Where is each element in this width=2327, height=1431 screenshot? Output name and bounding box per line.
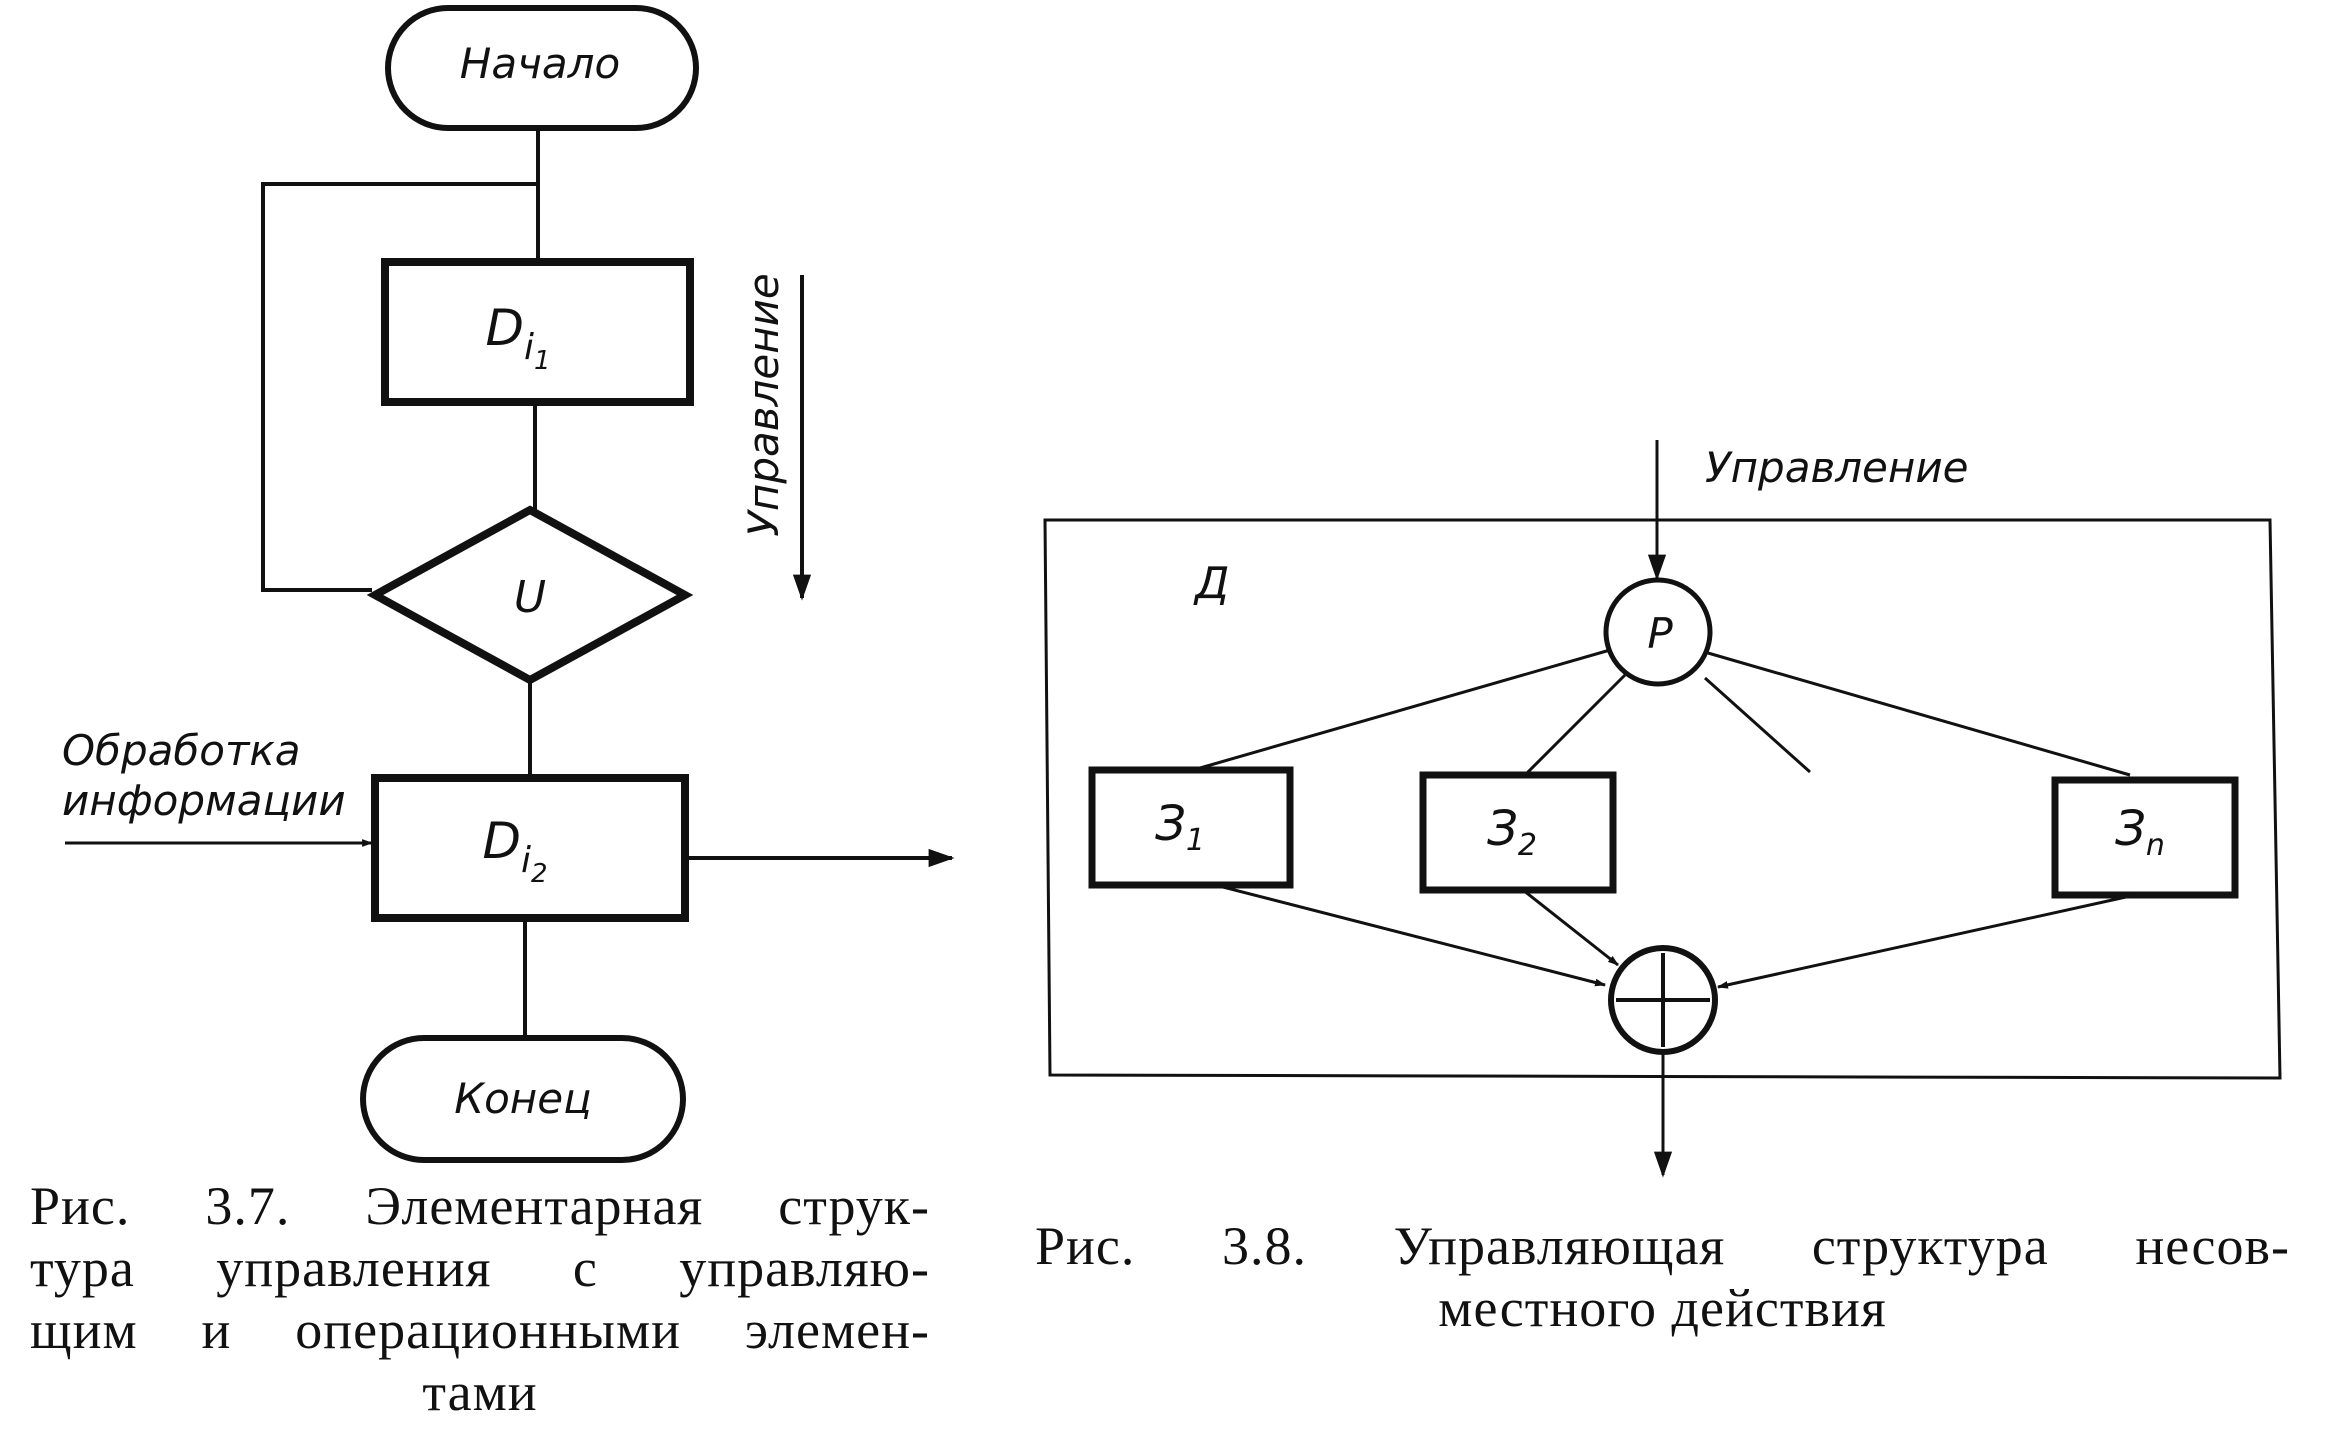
control-label-horizontal: Управление — [1705, 443, 1968, 492]
figure-3-8 — [1043, 440, 2282, 1178]
block-d-i2 — [371, 774, 689, 922]
caption-3-7-line: щим и операционными элемен- — [30, 1300, 930, 1360]
caption-3-7-line: тура управления с управляю- — [30, 1238, 930, 1298]
z2-label: З2 — [1487, 801, 1537, 863]
figure-3-7 — [65, 5, 955, 1163]
input-label-line2: информации — [62, 776, 346, 825]
figure-3-8-labels: Управление Д P З1 З2 Зn — [1155, 443, 2165, 863]
feedback-loop — [261, 182, 538, 592]
container-d — [1043, 518, 2282, 1080]
branch-open — [1703, 676, 1812, 774]
figure-3-7-labels: Начало Di1 U Di2 Конец Управление Обрабо… — [62, 39, 788, 1123]
start-terminal — [385, 5, 699, 131]
block1-label: Di1 — [485, 299, 550, 376]
branch-zn — [1707, 651, 2131, 777]
block2-label: Di2 — [482, 812, 547, 889]
box-zn — [2051, 776, 2239, 899]
branch-z2 — [1523, 673, 1627, 777]
caption-3-7-line: Рис. 3.7. Элементарная струк- — [30, 1176, 930, 1236]
end-terminal — [360, 1035, 686, 1163]
caption-3-7-line: тами — [422, 1362, 538, 1422]
caption-3-8-line: местного действия — [1438, 1278, 1887, 1338]
splitter-label: P — [1647, 609, 1673, 658]
container-label: Д — [1193, 558, 1229, 609]
z1-label: З1 — [1155, 796, 1205, 858]
splitter-p — [1603, 577, 1713, 687]
branch-z1 — [1199, 648, 1611, 770]
merge-zn — [1716, 893, 2136, 989]
control-label-vertical: Управление — [739, 273, 788, 536]
input-label-line1: Обработка — [62, 726, 301, 775]
merge-z1 — [1214, 883, 1607, 987]
block-d-i1 — [381, 258, 694, 406]
caption-figure-3-7: Рис. 3.7. Элементарная струк- тура управ… — [30, 1175, 930, 1423]
box-z2 — [1419, 771, 1617, 894]
end-label: Конец — [454, 1074, 591, 1123]
merge-z2 — [1522, 888, 1619, 967]
box-z1 — [1088, 766, 1294, 889]
caption-figure-3-8: Рис. 3.8. Управляющая структура несов- м… — [1035, 1215, 2290, 1339]
zn-label: Зn — [2115, 801, 2165, 863]
caption-3-8-line: Рис. 3.8. Управляющая структура несов- — [1035, 1216, 2290, 1276]
start-label: Начало — [460, 39, 620, 88]
decision-label: U — [514, 572, 546, 623]
